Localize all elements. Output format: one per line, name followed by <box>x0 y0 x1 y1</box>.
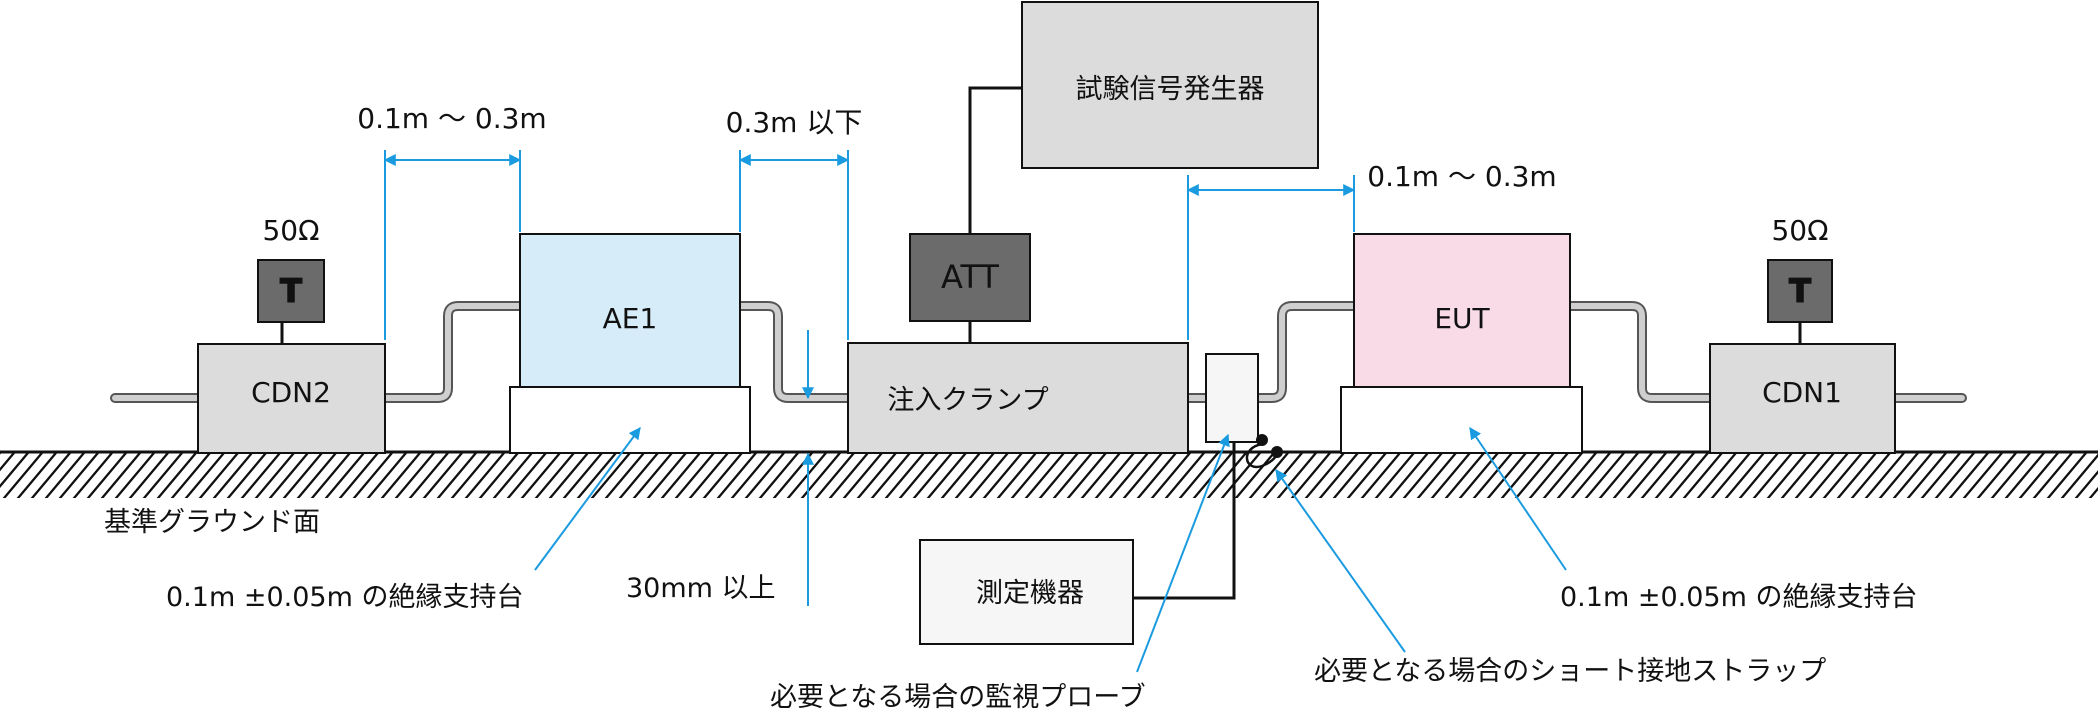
signal-generator-label: 試験信号発生器 <box>1076 74 1265 105</box>
ground-plane <box>0 450 2098 498</box>
ohm-left-label: 50Ω <box>262 214 319 247</box>
dim-ae1-clamp-label: 0.3m 以下 <box>726 106 863 139</box>
cdn1-label: CDN1 <box>1762 376 1842 409</box>
cdn1-box <box>1709 343 1896 454</box>
signal-wires <box>280 86 1802 600</box>
terminator-left-box <box>257 259 325 323</box>
short-strap-label: 必要となる場合のショート接地ストラップ <box>1314 656 1826 687</box>
cdn2-label: CDN2 <box>251 376 331 409</box>
ohm-right-label: 50Ω <box>1771 214 1828 247</box>
leader-lines <box>534 427 1567 673</box>
eut-support <box>1340 386 1583 454</box>
att-box <box>909 233 1031 322</box>
terminator-left-label: T <box>280 272 302 310</box>
dimension-lines <box>383 150 1356 606</box>
eut-box <box>1353 233 1571 388</box>
monitor-probe-box <box>1205 353 1259 443</box>
dim-clamp-eut-label: 0.1m ～ 0.3m <box>1367 160 1556 193</box>
terminator-right-box <box>1767 259 1833 323</box>
cdn2-box <box>197 343 386 454</box>
att-label: ATT <box>941 258 999 296</box>
support-right-label: 0.1m ±0.05m の絶縁支持台 <box>1560 582 1917 613</box>
short-strap-symbol <box>1245 434 1283 469</box>
ground-plane-label: 基準グラウンド面 <box>104 507 320 538</box>
injection-clamp-box <box>847 342 1189 454</box>
signal-generator-box <box>1021 1 1319 169</box>
ae1-label: AE1 <box>603 302 658 335</box>
dim-cdn2-ae1-label: 0.1m ～ 0.3m <box>357 102 546 135</box>
measuring-instrument-label: 測定機器 <box>976 578 1084 609</box>
monitor-probe-label: 必要となる場合の監視プローブ <box>770 682 1146 713</box>
eut-label: EUT <box>1434 302 1490 335</box>
support-left-label: 0.1m ±0.05m の絶縁支持台 <box>166 582 523 613</box>
cables <box>110 301 1967 403</box>
terminator-right-label: T <box>1789 272 1811 310</box>
ae1-box <box>519 233 741 388</box>
injection-clamp-label: 注入クランプ <box>887 385 1048 416</box>
height-30mm-label: 30mm 以上 <box>626 573 776 604</box>
measuring-instrument-box <box>919 539 1134 645</box>
